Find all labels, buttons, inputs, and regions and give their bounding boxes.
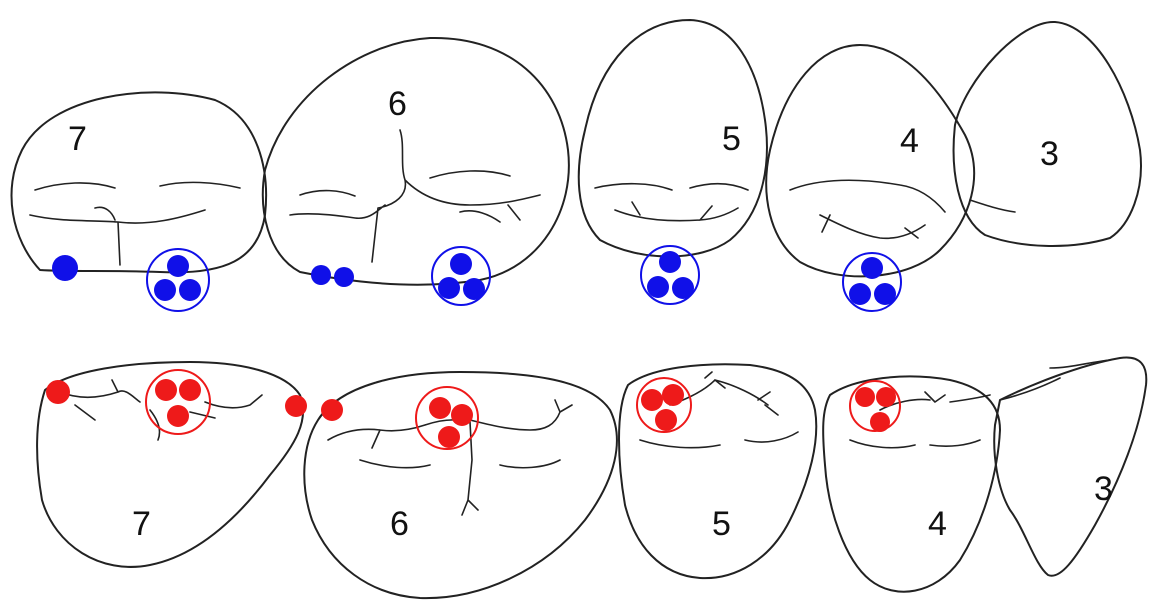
- upper-contact-ring: [640, 245, 700, 305]
- upper-contact-dot: [52, 255, 78, 281]
- upper-tooth-3-label: 3: [1040, 135, 1059, 173]
- lower-tooth-4-outline: [822, 375, 1001, 593]
- lower-tooth-5: 5: [618, 363, 818, 580]
- lower-contact-ring: [415, 386, 479, 450]
- upper-tooth-7-groove: [29, 181, 241, 266]
- lower-tooth-6-label: 6: [390, 505, 409, 543]
- upper-tooth-4-groove: [789, 179, 946, 240]
- upper-contact-ring: [431, 246, 491, 306]
- lower-contact-dot: [451, 404, 473, 426]
- upper-tooth-5-label: 5: [722, 120, 741, 158]
- upper-tooth-4-outline: [765, 44, 976, 278]
- lower-contact-dot: [167, 405, 189, 427]
- lower-contact-dot: [662, 384, 684, 406]
- upper-contact-dot: [647, 276, 669, 298]
- upper-tooth-3-groove: [969, 199, 1016, 213]
- lower-contact-dot: [285, 395, 307, 417]
- upper-contact-dot: [179, 279, 201, 301]
- upper-contacts: [52, 245, 902, 312]
- lower-contact-dot: [179, 379, 201, 401]
- lower-contact-dot: [46, 380, 70, 404]
- upper-contact-dot: [311, 265, 331, 285]
- upper-tooth-6-label: 6: [388, 85, 407, 123]
- lower-arch: 7 6 5 4 3: [36, 356, 1148, 600]
- lower-tooth-3-groove: [999, 359, 1111, 401]
- upper-contact-ring: [842, 252, 902, 312]
- upper-contact-dot: [438, 277, 460, 299]
- lower-contact-dot: [438, 426, 460, 448]
- lower-contact-dot: [641, 389, 663, 411]
- upper-tooth-6-groove: [289, 129, 541, 263]
- lower-contact-dot: [321, 399, 343, 421]
- upper-contact-dot: [849, 283, 871, 305]
- upper-contact-dot: [450, 253, 472, 275]
- upper-tooth-5-groove: [594, 182, 749, 222]
- lower-contact-ring: [849, 380, 901, 432]
- lower-contacts: [46, 369, 901, 450]
- upper-contact-dot: [861, 257, 883, 279]
- lower-tooth-5-outline: [618, 363, 818, 580]
- lower-tooth-7-label: 7: [132, 505, 151, 543]
- lower-tooth-7-groove: [59, 379, 263, 441]
- lower-contact-dot: [429, 397, 451, 419]
- upper-contact-ring: [146, 248, 210, 312]
- lower-contact-dot: [655, 409, 677, 431]
- lower-tooth-4-groove: [849, 391, 991, 449]
- upper-tooth-7: 7: [10, 91, 268, 274]
- upper-tooth-7-outline: [10, 91, 268, 274]
- upper-arch: 7 6 5 4 3: [10, 19, 1142, 312]
- upper-contact-dot: [672, 277, 694, 299]
- lower-tooth-4: 4: [822, 375, 1001, 593]
- lower-contact-dot: [155, 379, 177, 401]
- upper-contact-dot: [334, 267, 354, 287]
- lower-contact-dot: [876, 387, 896, 407]
- upper-contact-dot: [167, 255, 189, 277]
- lower-tooth-6-outline: [303, 371, 618, 600]
- upper-contact-dot: [154, 279, 176, 301]
- lower-contact-ring: [145, 369, 211, 435]
- upper-tooth-6-outline: [261, 36, 570, 286]
- lower-tooth-5-groove: [639, 371, 799, 449]
- upper-tooth-6: 6: [261, 36, 570, 286]
- upper-tooth-3: 3: [952, 20, 1142, 247]
- lower-tooth-6: 6: [303, 371, 618, 600]
- upper-tooth-4: 4: [765, 44, 976, 278]
- lower-tooth-3-label: 3: [1094, 470, 1113, 508]
- upper-tooth-7-label: 7: [68, 120, 87, 158]
- upper-tooth-4-label: 4: [900, 122, 919, 160]
- lower-contact-dot: [855, 387, 875, 407]
- lower-tooth-7-outline: [36, 361, 305, 568]
- upper-tooth-3-outline: [952, 20, 1142, 247]
- lower-contact-ring: [636, 377, 692, 433]
- lower-tooth-6-groove: [327, 399, 573, 516]
- lower-tooth-4-label: 4: [928, 505, 947, 543]
- lower-tooth-3: 3: [993, 356, 1148, 577]
- lower-contact-dot: [870, 412, 890, 432]
- lower-tooth-5-label: 5: [712, 505, 731, 543]
- lower-tooth-7: 7: [36, 361, 305, 568]
- upper-tooth-5: 5: [577, 19, 768, 258]
- upper-contact-dot: [463, 278, 485, 300]
- upper-tooth-5-outline: [577, 19, 768, 258]
- upper-contact-dot: [659, 251, 681, 273]
- upper-contact-dot: [874, 283, 896, 305]
- lower-tooth-3-outline: [993, 356, 1148, 577]
